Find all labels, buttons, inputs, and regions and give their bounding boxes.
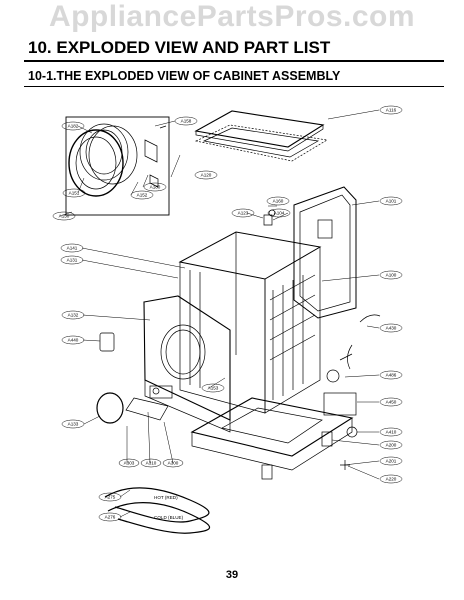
svg-text:A141: A141 xyxy=(67,246,78,251)
svg-text:A276: A276 xyxy=(105,515,116,520)
label-a310: A310 xyxy=(140,458,162,468)
svg-text:A158: A158 xyxy=(181,119,192,124)
door-assembly xyxy=(65,116,170,216)
small-parts xyxy=(96,209,381,470)
svg-text:A151: A151 xyxy=(69,191,80,196)
svg-text:A310: A310 xyxy=(146,461,157,466)
svg-text:A133: A133 xyxy=(68,422,79,427)
label-a201: A201 xyxy=(379,456,403,466)
svg-text:A201: A201 xyxy=(386,459,397,464)
section-rule xyxy=(24,86,444,87)
label-a220: A220 xyxy=(379,474,403,484)
watermark: AppliancePartsPros.com xyxy=(48,0,416,33)
svg-text:A300: A300 xyxy=(168,461,179,466)
svg-text:A200: A200 xyxy=(386,443,397,448)
inlet-hoses xyxy=(104,487,210,534)
label-a182: A182 xyxy=(61,121,85,131)
label-a430: A430 xyxy=(379,323,403,333)
label-a141: A141 xyxy=(60,243,84,253)
label-a152: A152 xyxy=(130,190,154,200)
svg-text:A116: A116 xyxy=(386,108,397,113)
base-frame xyxy=(190,397,354,480)
label-a303: A303 xyxy=(118,458,140,468)
page-number: 39 xyxy=(225,569,239,581)
svg-text:A430: A430 xyxy=(386,326,397,331)
hose-label-hot: HOT (RED) xyxy=(154,495,178,500)
section-title: 10-1.THE EXPLODED VIEW OF CABINET ASSEMB… xyxy=(28,69,341,83)
svg-text:A152: A152 xyxy=(137,193,148,198)
svg-text:A440: A440 xyxy=(68,338,79,343)
label-a131: A131 xyxy=(60,255,84,265)
svg-text:A220: A220 xyxy=(386,477,397,482)
svg-text:A104: A104 xyxy=(274,211,285,216)
title-rule xyxy=(24,60,444,62)
label-a275: A275 xyxy=(98,492,122,502)
label-a276: A276 xyxy=(98,512,122,522)
label-a410: A410 xyxy=(379,427,403,437)
svg-text:A150: A150 xyxy=(59,214,70,219)
label-a153: A153 xyxy=(201,383,225,393)
label-a101: A101 xyxy=(379,196,403,206)
label-a160: A160 xyxy=(266,196,290,206)
label-a440: A440 xyxy=(61,335,85,345)
label-a123: A123 xyxy=(231,208,255,218)
svg-text:A153: A153 xyxy=(208,386,219,391)
svg-text:A101: A101 xyxy=(386,199,397,204)
label-a158: A158 xyxy=(174,116,198,126)
callout-leaders xyxy=(59,109,380,518)
label-a151: A151 xyxy=(62,188,86,198)
svg-text:A180: A180 xyxy=(150,185,161,190)
label-a133: A133 xyxy=(61,419,85,429)
svg-text:A486: A486 xyxy=(386,373,397,378)
cabinet-body xyxy=(178,231,322,414)
svg-text:A132: A132 xyxy=(68,313,79,318)
part-labels: A116 A182 A158 A120 A180 A152 A151 A150 … xyxy=(52,105,403,522)
svg-text:A120: A120 xyxy=(201,173,212,178)
label-a132: A132 xyxy=(61,310,85,320)
svg-text:A410: A410 xyxy=(386,430,397,435)
svg-text:A160: A160 xyxy=(273,199,284,204)
label-a200: A200 xyxy=(379,440,403,450)
hose-label-cold: COLD (BLUE) xyxy=(154,515,184,520)
svg-text:A182: A182 xyxy=(68,124,79,129)
label-a150: A150 xyxy=(52,211,76,221)
top-plate xyxy=(194,110,329,162)
label-a100: A100 xyxy=(379,270,403,280)
svg-text:A100: A100 xyxy=(386,273,397,278)
svg-text:A123: A123 xyxy=(238,211,249,216)
label-a450: A450 xyxy=(379,397,403,407)
label-a104: A104 xyxy=(267,208,291,218)
label-a486: A486 xyxy=(379,370,403,380)
label-a120: A120 xyxy=(194,170,218,180)
page-title: 10. EXPLODED VIEW AND PART LIST xyxy=(28,38,331,57)
svg-text:A275: A275 xyxy=(105,495,116,500)
label-a300: A300 xyxy=(162,458,184,468)
svg-text:A131: A131 xyxy=(67,258,78,263)
front-panel xyxy=(143,295,231,433)
svg-text:A450: A450 xyxy=(386,400,397,405)
back-cover xyxy=(293,186,357,319)
label-a116: A116 xyxy=(379,105,403,115)
label-a180: A180 xyxy=(143,182,167,192)
svg-text:A303: A303 xyxy=(124,461,135,466)
